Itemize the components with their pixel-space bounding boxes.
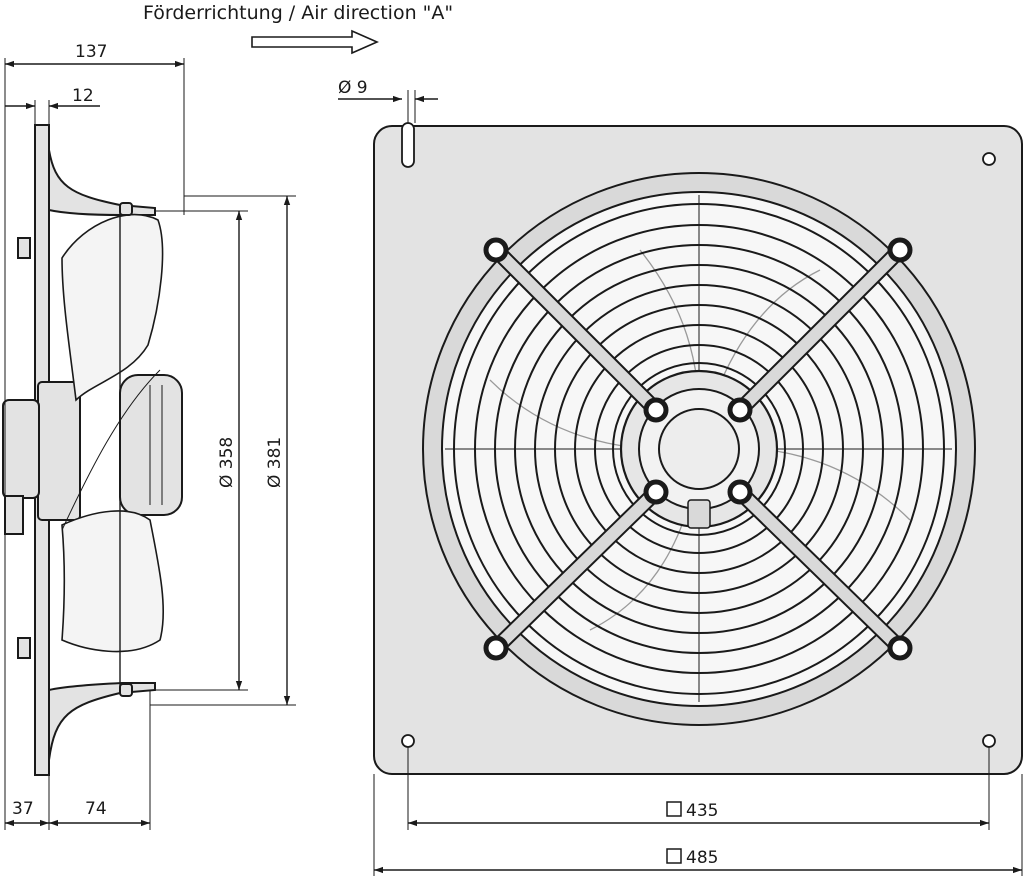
dim-diameter-outer-label: Ø 381 (265, 437, 285, 488)
front-view: Ø 9 435 485 (338, 78, 1023, 876)
side-guard-wire (61, 369, 161, 531)
dim-flange-label: 12 (72, 86, 94, 106)
air-direction-title: Förderrichtung / Air direction "A" (143, 2, 453, 24)
side-cable-gland (4, 495, 24, 535)
dim-hole-spacing-value: 435 (686, 801, 718, 821)
side-view: 137 12 Ø 358 Ø 381 37 74 (2, 42, 296, 830)
front-support-struts (488, 242, 908, 656)
hole-bottom-right (982, 734, 996, 748)
hole-top-right (982, 152, 996, 166)
side-shroud-lower (48, 682, 156, 761)
square-symbol-icon (666, 848, 682, 864)
hole-top-left (401, 122, 415, 168)
side-blade-lower (61, 510, 165, 653)
dim-plate-size-value: 485 (686, 848, 718, 868)
side-guard-clip-upper (119, 202, 133, 216)
dim-diameter-inner-label: Ø 358 (217, 437, 237, 488)
side-motor-cap (2, 399, 40, 499)
side-bolt-upper (17, 237, 31, 259)
front-hub-center (658, 408, 740, 490)
air-direction-arrow-icon (251, 29, 379, 55)
dim-bottom-left-label: 37 (12, 799, 34, 819)
side-motor-body (37, 381, 81, 521)
side-bolt-lower (17, 637, 31, 659)
side-hub (119, 374, 183, 516)
dim-depth-label: 137 (75, 42, 107, 62)
dim-bottom-right-label: 74 (85, 799, 107, 819)
square-symbol-icon (666, 801, 682, 817)
front-terminal-box (687, 499, 711, 529)
side-guard-clip-lower (119, 683, 133, 697)
side-shroud-upper (48, 149, 156, 216)
side-blade-upper (61, 213, 164, 402)
dim-hole-label: Ø 9 (338, 78, 368, 98)
front-strut-bolts (483, 237, 913, 661)
hole-bottom-left (401, 734, 415, 748)
